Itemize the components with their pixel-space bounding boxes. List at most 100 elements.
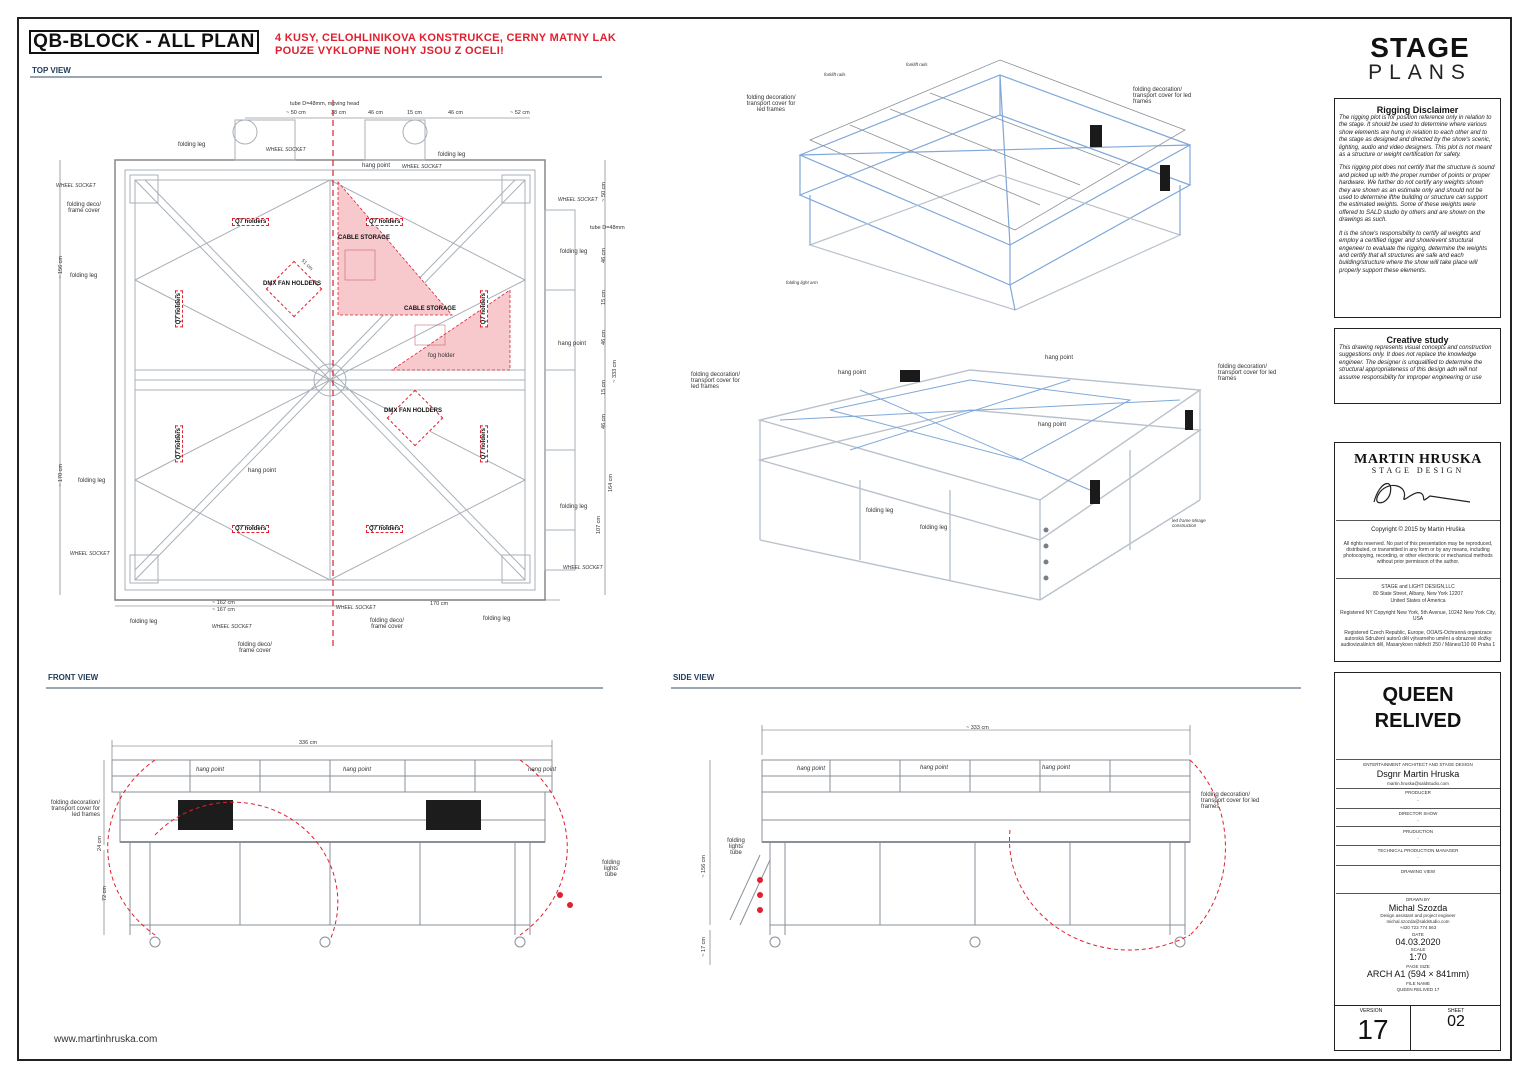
iso2-folding-leg-1: folding leg xyxy=(866,508,894,514)
side-view-rule xyxy=(671,687,1301,689)
dim-right-6: 15 cm xyxy=(601,380,607,395)
front-view-rule xyxy=(46,687,603,689)
label-folding-deco-2: folding deco/ frame cover xyxy=(369,618,405,630)
designer-divider-2 xyxy=(1336,578,1500,579)
label-hang-point-3: hang point xyxy=(248,468,277,474)
label-folding-leg-4: folding leg xyxy=(70,273,98,279)
version-sheet-divider xyxy=(1410,1005,1411,1051)
side-folding-deco: folding decoration/ transport cover for … xyxy=(1201,792,1260,810)
creative-study-text: This drawing represents visual concepts … xyxy=(1339,345,1492,381)
sheet-title: QB-BLOCK - ALL PLAN xyxy=(29,30,259,54)
label-hang-point-2: hang point xyxy=(558,341,587,347)
iso-view-bottom-drawing xyxy=(757,369,1203,601)
sheet-frame xyxy=(17,17,1512,1061)
label-folding-leg-6: folding leg xyxy=(560,504,588,510)
dim-right-3: 15 cm xyxy=(601,290,607,305)
project-title-line1: QUEEN xyxy=(1382,684,1454,706)
front-dim-v2: 72 cm xyxy=(102,886,108,901)
dim-left-1: ~ 156 cm xyxy=(58,256,64,279)
iso1-forklift-rails-2: forklift rails xyxy=(906,62,928,67)
dim-top-3: 46 cm xyxy=(368,110,383,116)
file-name-value: QUEEN RELIVED 17 xyxy=(1396,987,1440,992)
label-folding-deco-3: folding deco/ frame cover xyxy=(237,642,273,654)
label-wheel-socket-7: WHEEL SOCKET xyxy=(336,605,376,611)
drawn-by-phone: +420 723 774 563 xyxy=(1399,925,1437,930)
top-view-drawing xyxy=(59,100,606,650)
q7-holders-2: Q7 holders xyxy=(366,218,404,226)
iso1-folding-deco-right: folding decoration/ transport cover for … xyxy=(1133,87,1192,105)
architect-name: Dsgnr Martin Hruska xyxy=(1376,769,1460,779)
project-divider-2 xyxy=(1336,788,1500,789)
dim-top-6: ~ 52 cm xyxy=(510,110,530,116)
stage-plans-logo-line1: STAGE xyxy=(1370,32,1470,63)
project-panel xyxy=(1334,672,1501,1022)
side-dim-v2: ~ 17 cm xyxy=(701,937,707,957)
drawn-by-role: Design assistant and project engineer xyxy=(1380,913,1456,918)
label-folding-leg-5: folding leg xyxy=(78,478,106,484)
cable-storage-2: CABLE STORAGE xyxy=(404,306,456,312)
iso2-hang-point-3: hang point xyxy=(1038,422,1067,428)
designer-sub: STAGE DESIGN xyxy=(1371,466,1465,475)
dmx-fan-holders-1: DMX FAN HOLDERS xyxy=(262,281,321,287)
label-wheel-socket-6: WHEEL SOCKET xyxy=(563,565,603,571)
director-label: DIRECTOR SHOW xyxy=(1398,811,1438,816)
registration-cz: Registered Czech Republic, Europe, OOA/S… xyxy=(1340,630,1496,648)
project-divider-7 xyxy=(1336,893,1500,894)
creative-study-title: Creative study xyxy=(1386,335,1449,345)
dim-right-9: 107 cm xyxy=(596,516,602,535)
label-folding-leg-2: folding leg xyxy=(438,152,466,158)
front-hang-point-3: hang point xyxy=(528,767,557,773)
file-name-label: FILE NAME xyxy=(1406,981,1430,986)
version-value: 17 xyxy=(1357,1014,1389,1045)
dim-left-2: ~ 170 cm xyxy=(58,464,64,487)
drawn-by-email: michal.szozda@saldstudio.com xyxy=(1386,919,1450,924)
side-hang-point-3: hang point xyxy=(1042,765,1071,771)
q7-holders-5: Q7 holders xyxy=(175,290,183,328)
front-view-label: FRONT VIEW xyxy=(48,673,99,682)
sheet-value: 02 xyxy=(1447,1013,1465,1030)
dim-right-7: 46 cm xyxy=(601,414,607,429)
front-folding-deco: folding decoration/ transport cover for … xyxy=(50,800,100,818)
scale-value: 1:70 xyxy=(1409,952,1427,962)
director-value: - xyxy=(1417,818,1419,823)
front-hang-point-2: hang point xyxy=(343,767,372,773)
project-divider-3 xyxy=(1336,808,1500,809)
stage-plans-logo-line2: PLANS xyxy=(1368,61,1472,84)
label-wheel-socket-2: WHEEL SOCKET xyxy=(402,164,442,170)
rigging-disclaimer-p2: This rigging plot does not certify that … xyxy=(1339,165,1495,224)
rigging-disclaimer-panel: Rigging Disclaimer The rigging plot is f… xyxy=(1334,98,1501,318)
tube-note: tube D=48mm, moving head xyxy=(290,101,360,107)
label-folding-leg-3: folding leg xyxy=(560,249,588,255)
iso1-folding-deco-left: folding decoration/ transport cover for … xyxy=(746,95,796,113)
side-view-label: SIDE VIEW xyxy=(673,673,715,682)
production-value: - xyxy=(1417,836,1419,841)
drawing-view-label: DRAWING VIEW xyxy=(1400,869,1436,874)
drawn-by-label: DRAWN BY xyxy=(1405,897,1431,902)
footer-url[interactable]: www.martinhruska.com xyxy=(54,1034,158,1045)
front-folding-lights-tube: folding lights tube xyxy=(602,860,620,878)
front-hang-point-1: hang point xyxy=(196,767,225,773)
tube-note-2: tube D=48mm xyxy=(590,225,625,231)
registration-ny: Registered NY Copyright New York, 5th Av… xyxy=(1340,610,1496,622)
project-divider-5 xyxy=(1336,845,1500,846)
side-folding-lights-tube: folding lights tube xyxy=(727,838,745,856)
production-label: PRUDUCTION xyxy=(1403,829,1433,834)
construction-note-1: 4 KUSY, CELOHLINIKOVA KONSTRUKCE, CERNY … xyxy=(275,32,617,44)
date-value: 04.03.2020 xyxy=(1395,937,1441,947)
iso2-folding-leg-2: folding leg xyxy=(920,525,948,531)
side-dim-v1: ~ 156 cm xyxy=(701,855,707,878)
signature-mark xyxy=(1373,483,1471,504)
top-view-rule xyxy=(30,76,602,78)
top-view-label: TOP VIEW xyxy=(32,66,71,75)
front-width: 336 cm xyxy=(299,740,318,746)
rigging-disclaimer-title: Rigging Disclaimer xyxy=(1376,105,1459,115)
project-title-line2: RELIVED xyxy=(1374,710,1462,732)
rigging-disclaimer-p3: It is the show's responsibility to certi… xyxy=(1339,230,1488,274)
project-title: QUEEN RELIVED xyxy=(1336,682,1500,734)
construction-note-2: POUZE VYKLOPNE NOHY JSOU Z OCELI! xyxy=(275,45,505,57)
label-wheel-socket-3: WHEEL SOCKET xyxy=(56,183,96,189)
drawn-by-name: Michal Szozda xyxy=(1388,903,1448,913)
iso2-hang-point-1: hang point xyxy=(1045,355,1074,361)
sheet-label: SHEET xyxy=(1447,1008,1465,1014)
dim-bottom-2: ~ 167 cm xyxy=(212,607,235,613)
